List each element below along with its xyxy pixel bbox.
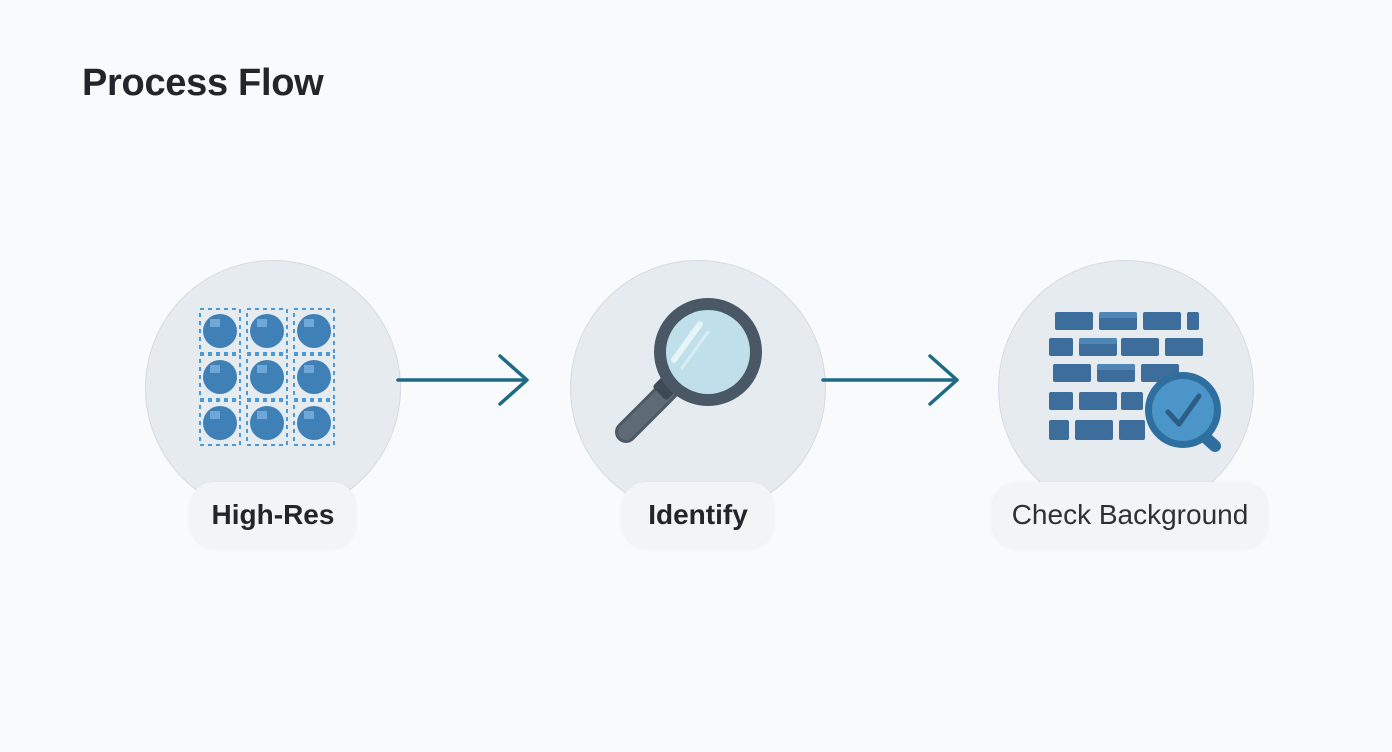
step-3-label: Check Background (992, 482, 1268, 548)
step-1-label: High-Res (190, 482, 356, 548)
pixel-grid-icon (199, 308, 335, 446)
arrow-right-icon (821, 354, 959, 406)
step-2-label: Identify (622, 482, 774, 548)
magnifier-icon (615, 298, 762, 443)
page-title: Process Flow (82, 62, 324, 104)
arrow-right-icon (396, 354, 529, 406)
brick-wall-check-icon (1049, 312, 1221, 452)
